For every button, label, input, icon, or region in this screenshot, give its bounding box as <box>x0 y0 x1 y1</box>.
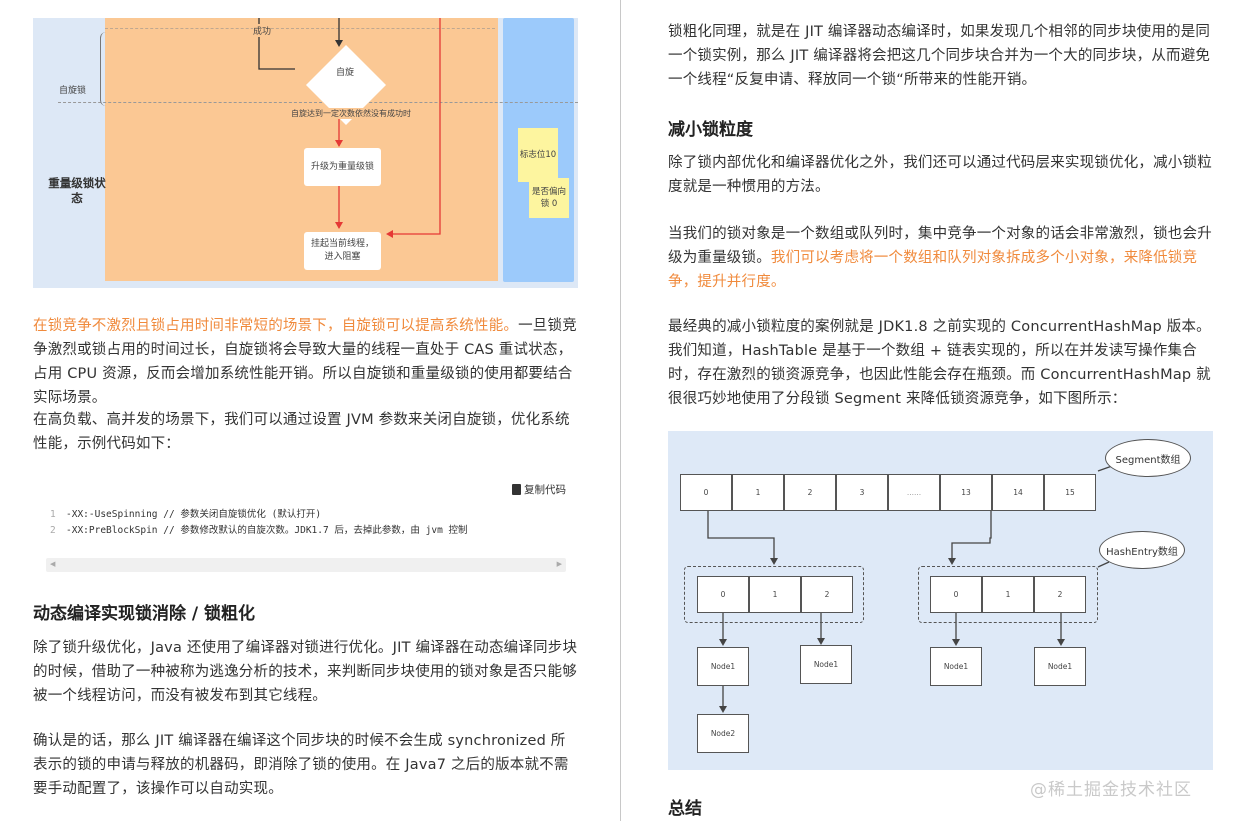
segment-cell: 1 <box>732 474 784 511</box>
hashentry-group-left <box>684 566 864 623</box>
segment-cell: 14 <box>992 474 1044 511</box>
segment-diagram: Segment数组 HashEntry数组 0 1 2 3 ...... 13 … <box>668 431 1213 770</box>
body-text: 一旦锁竞争激烈或锁占用的时间过长，自旋锁将会导致大量的线程一直处于 CAS 重试… <box>33 318 577 406</box>
success-edge-label: 成功 <box>253 24 272 37</box>
paragraph-lock-coarsening: 锁粗化同理，就是在 JIT 编译器动态编译时，如果发现几个相邻的同步块使用的是同… <box>668 24 1211 88</box>
hashentry-cell: 1 <box>749 576 801 613</box>
spin-fail-edge-label: 自旋达到一定次数依然没有成功时 <box>291 108 411 119</box>
scroll-left-arrow-icon[interactable]: ◀ <box>50 560 56 568</box>
segment-cell: 13 <box>940 474 992 511</box>
upgrade-heavyweight-box: 升级为重量级锁 <box>304 148 381 186</box>
body-text: 当我们的锁对象是一个数组或队列时，集中竞争一个对象的话会非常激烈，锁也会升级为重… <box>668 226 1212 266</box>
copy-code-button[interactable]: 复制代码 <box>512 482 566 497</box>
node-box: Node1 <box>697 647 749 686</box>
segment-cell: 3 <box>836 474 888 511</box>
segment-cell: 0 <box>680 474 732 511</box>
line-number: 1 <box>50 509 56 520</box>
watermark: @稀土掘金技术社区 <box>1030 780 1192 800</box>
spin-lock-brace <box>100 32 108 106</box>
heavyweight-area <box>105 18 498 281</box>
paragraph-split-objects: 当我们的锁对象是一个数组或队列时，集中竞争一个对象的话会非常激烈，锁也会升级为重… <box>668 222 1216 294</box>
hashentry-cell: 0 <box>930 576 982 613</box>
segment-array-bubble: Segment数组 <box>1105 439 1191 477</box>
scroll-right-arrow-icon[interactable]: ▶ <box>556 560 562 568</box>
flag-note: 标志位10 <box>518 128 558 182</box>
dashed-separator <box>105 28 495 29</box>
spin-lock-label: 自旋锁 <box>59 86 87 96</box>
hashentry-cell: 0 <box>697 576 749 613</box>
segment-cell: 2 <box>784 474 836 511</box>
dashed-separator <box>58 102 578 103</box>
code-text: -XX:PreBlockSpin // 参数修改默认的自旋次数。JDK1.7 后… <box>66 525 468 536</box>
node-box: Node1 <box>930 647 982 686</box>
code-text: -XX:-UseSpinning // 参数关闭自旋锁优化 (默认打开) <box>66 509 322 520</box>
hashentry-cell: 1 <box>982 576 1034 613</box>
page-divider <box>620 0 621 821</box>
hashentry-cell: 2 <box>801 576 853 613</box>
spin-decision-diamond <box>306 45 386 125</box>
node-box: Node1 <box>800 645 852 684</box>
paragraph-jvm-param: 在高负载、高并发的场景下，我们可以通过设置 JVM 参数来关闭自旋锁，优化系统性… <box>33 412 570 452</box>
paragraph-lock-elimination: 确认是的话，那么 JIT 编译器在编译这个同步块的时候不会生成 synchron… <box>33 733 569 797</box>
hashentry-group-right <box>918 566 1098 623</box>
heading-reduce-granularity: 减小锁粒度 <box>668 120 753 140</box>
copy-icon <box>512 484 521 495</box>
paragraph-granularity-intro: 除了锁内部优化和编译器优化之外，我们还可以通过代码层来实现锁优化，减小锁粒度就是… <box>668 155 1212 195</box>
paragraph-spin-perf: 在锁竞争不激烈且锁占用时间非常短的场景下，自旋锁可以提高系统性能。一旦锁竞争激烈… <box>33 314 578 410</box>
hashentry-cell: 2 <box>1034 576 1086 613</box>
hashentry-array-bubble: HashEntry数组 <box>1099 531 1185 569</box>
biased-note: 是否偏向锁 0 <box>529 178 569 218</box>
segment-arrows <box>707 465 1113 713</box>
node-box: Node1 <box>1034 647 1086 686</box>
segment-cell: 15 <box>1044 474 1096 511</box>
copy-code-label: 复制代码 <box>524 484 566 496</box>
code-horizontal-scrollbar[interactable]: ◀ ▶ <box>46 558 566 572</box>
heading-summary: 总结 <box>668 799 702 819</box>
highlight-text: 我们可以考虑将一个数组和队列对象拆成多个小对象，来降低锁竞争，提升并行度。 <box>668 250 1198 290</box>
suspend-thread-box: 挂起当前线程，进入阻塞 <box>304 232 381 270</box>
highlight-text: 在锁竞争不激烈且锁占用时间非常短的场景下，自旋锁可以提高系统性能。 <box>33 318 519 334</box>
spin-decision-label: 自旋 <box>336 68 355 78</box>
code-line: 1 -XX:-UseSpinning // 参数关闭自旋锁优化 (默认打开) <box>50 506 321 520</box>
paragraph-concurrenthashmap: 最经典的减小锁粒度的案例就是 JDK1.8 之前实现的 ConcurrentHa… <box>668 319 1211 407</box>
node-box: Node2 <box>697 714 749 753</box>
paragraph-escape-analysis: 除了锁升级优化，Java 还使用了编译器对锁进行优化。JIT 编译器在动态编译同… <box>33 640 578 704</box>
segment-cell: ...... <box>888 474 940 511</box>
spin-lock-flow-diagram: 自旋锁 重量级锁状态 成功 自旋 自旋达到一定次数依然没有成功时 升级为重量级锁… <box>33 18 578 288</box>
heavy-lock-state-label: 重量级锁状态 <box>48 176 106 205</box>
heading-lock-elimination: 动态编译实现锁消除 / 锁粗化 <box>33 604 256 624</box>
line-number: 2 <box>50 525 56 536</box>
code-line: 2 -XX:PreBlockSpin // 参数修改默认的自旋次数。JDK1.7 … <box>50 522 468 536</box>
